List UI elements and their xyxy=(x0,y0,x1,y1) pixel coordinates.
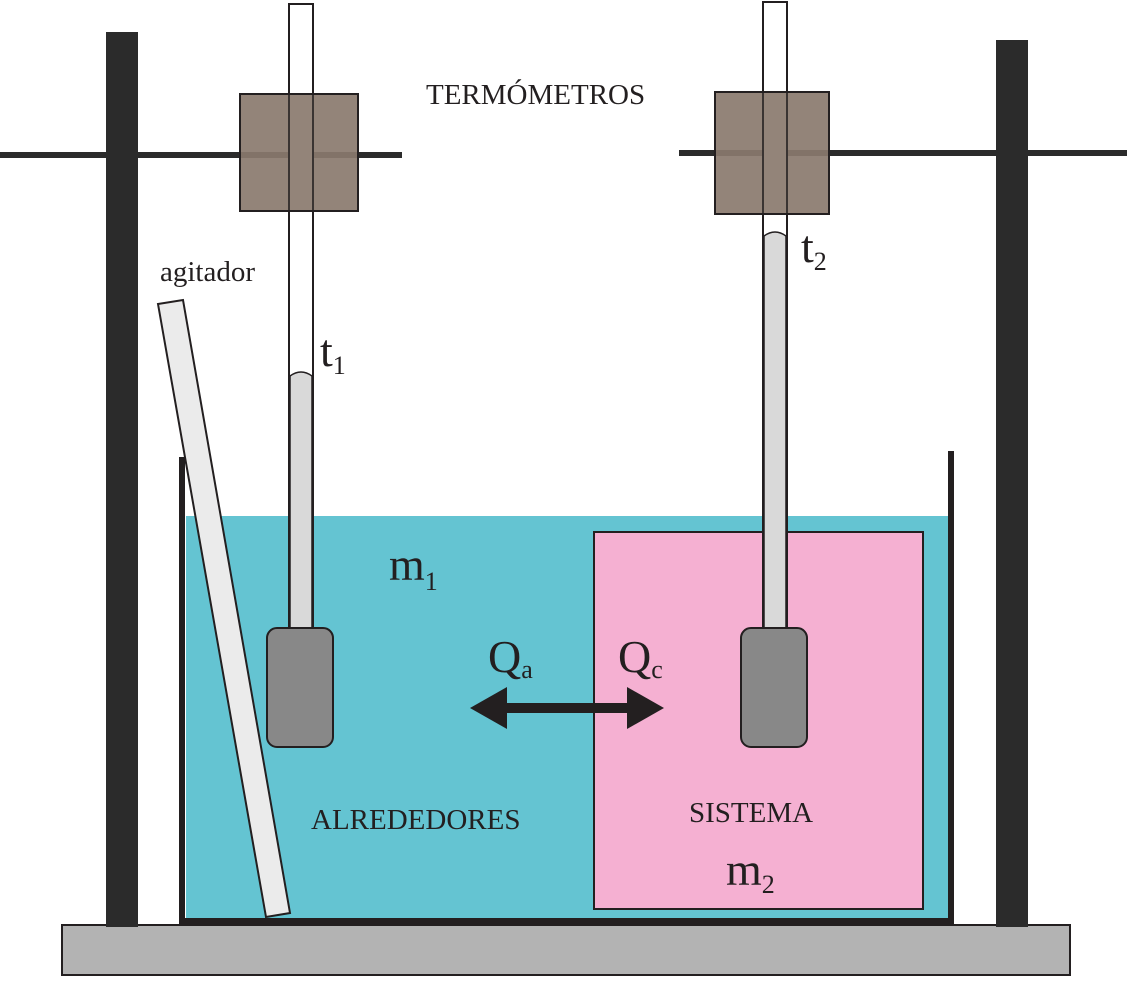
right-stand-post xyxy=(996,40,1028,927)
t2-symbol: t2 xyxy=(801,221,827,276)
thermometers-label: TERMÓMETROS xyxy=(426,78,645,111)
thermometer-2 xyxy=(714,1,830,748)
m2-symbol: m2 xyxy=(726,844,775,899)
right-support-rod xyxy=(679,150,1127,156)
thermometer-1 xyxy=(239,3,359,748)
thermometer-2-mercury-column xyxy=(763,231,787,629)
left-support-rod xyxy=(0,152,402,158)
thermometer-1-clamp xyxy=(239,93,359,212)
base-plate xyxy=(61,924,1071,976)
heat-flow-arrow xyxy=(470,687,664,729)
system-label: SISTEMA xyxy=(689,797,813,829)
thermometer-1-mercury-column xyxy=(289,371,313,629)
m1-symbol: m1 xyxy=(389,539,438,596)
container-vessel xyxy=(179,451,954,924)
left-stand-post xyxy=(106,32,138,927)
stirrer-label: agitador xyxy=(160,256,255,288)
thermometer-2-bulb xyxy=(740,627,808,748)
qa-symbol: Qa xyxy=(488,631,533,684)
arrowhead-right xyxy=(627,687,664,729)
qc-symbol: Qc xyxy=(618,631,663,684)
surroundings-label: ALREDEDORES xyxy=(311,804,520,836)
arrowhead-left xyxy=(470,687,507,729)
thermometer-1-bulb xyxy=(266,627,334,748)
stirrer-rod xyxy=(156,298,292,919)
thermometer-2-clamp xyxy=(714,91,830,215)
t1-symbol: t1 xyxy=(320,325,346,380)
